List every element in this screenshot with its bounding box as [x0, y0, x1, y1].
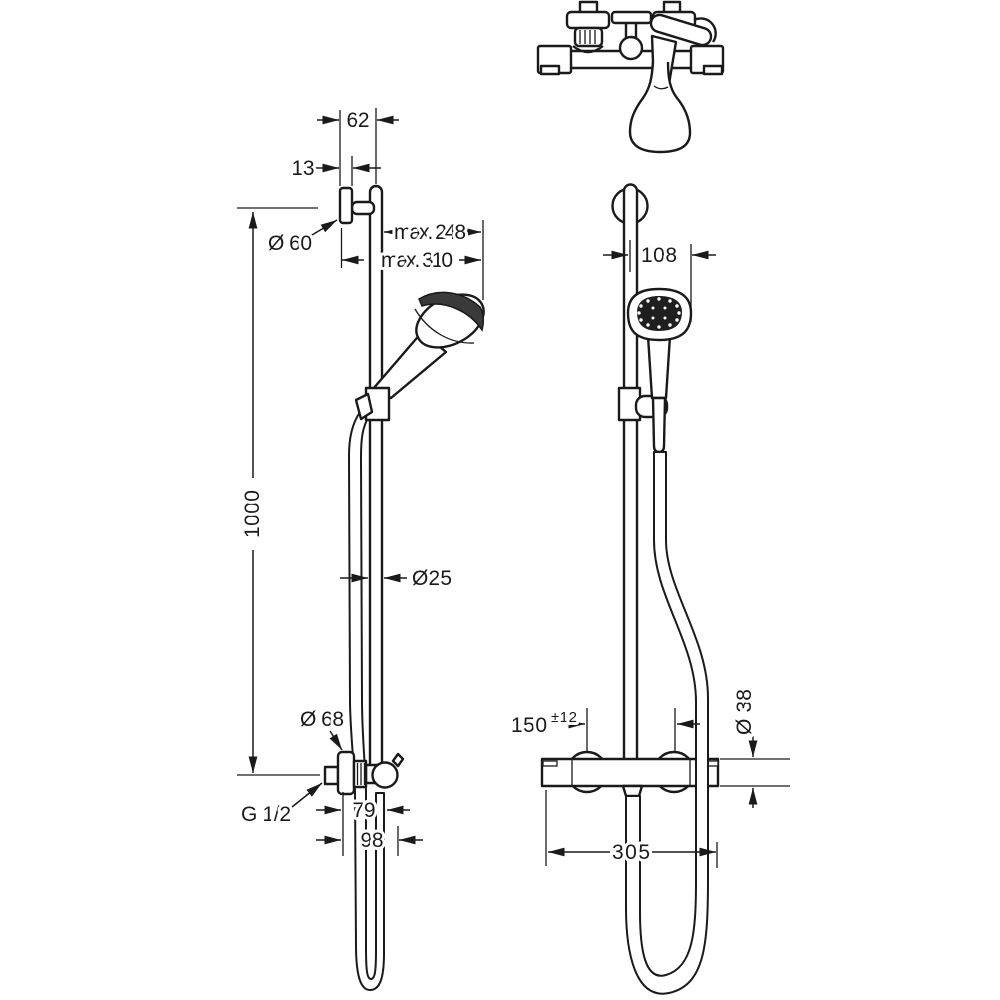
dim-connection-thread: G 1/2 — [238, 782, 323, 829]
dim-rail-diameter: Ø25 — [340, 564, 455, 593]
holder-hook — [693, 17, 717, 43]
spray-nozzles — [637, 297, 681, 329]
dim-max-reach-rail: max. 248 — [384, 218, 484, 300]
dim-rail-offset-label: 62 — [347, 109, 370, 132]
slider-clamp-side — [354, 392, 374, 421]
dim-max-reach-wall-label: max. 310 — [381, 249, 453, 272]
dim-connection-tolerance-label: ±12 — [551, 709, 577, 726]
dim-valve-width: 305 — [545, 790, 718, 868]
dim-connection-spacing: 150 ±12 — [508, 706, 700, 751]
spray-face — [637, 296, 682, 331]
dim-rail-diameter-label: Ø25 — [412, 567, 452, 590]
dim-hose-depth: 98 — [316, 826, 423, 856]
dim-bracket-diameter-label: Ø 60 — [268, 232, 312, 255]
dim-valve-depth-label: 79 — [353, 799, 376, 822]
wall-bar-side — [368, 184, 384, 772]
dim-bracket-depth: 13 — [289, 154, 381, 186]
wall-bar-front — [622, 183, 639, 772]
side-view — [323, 184, 485, 991]
hose-outlet — [621, 784, 644, 798]
left-handle-base — [572, 45, 604, 54]
dim-connection-thread-label: G 1/2 — [241, 803, 291, 826]
diverter-knob — [618, 35, 644, 61]
dim-rail-height: 1000 — [237, 207, 320, 776]
valve-handle-grip — [391, 752, 405, 768]
dim-handshower-offset: 108 — [603, 240, 716, 322]
dim-escutcheon-diameter-label: Ø 68 — [300, 708, 344, 731]
dim-rail-height-label: 1000 — [241, 490, 264, 538]
dim-valve-diameter: Ø 38 — [720, 686, 790, 808]
top-view-mixer — [536, 0, 725, 154]
valve-side — [323, 750, 405, 796]
shower-hose-side — [348, 411, 385, 991]
hose-connector — [651, 396, 667, 454]
mixer-left-foot — [539, 64, 561, 76]
valve-inlet-side — [323, 765, 340, 786]
dimensions: 62 13 Ø 60 max. 248 max. 310 — [237, 106, 790, 868]
dim-valve-width-label: 305 — [612, 841, 650, 864]
valve-escutcheon-side — [336, 750, 356, 796]
dim-connection-spacing-label: 150 — [511, 714, 547, 737]
handshower-holder-bar — [649, 13, 713, 47]
dim-valve-depth: 79 — [316, 792, 410, 856]
bracket-plate — [338, 186, 354, 225]
dim-handshower-offset-label: 108 — [641, 244, 677, 267]
dim-hose-depth-label: 98 — [361, 829, 384, 852]
handshower-handle-front — [646, 334, 672, 400]
dim-max-reach-rail-label: max. 248 — [394, 221, 466, 244]
spray-face-edge — [418, 291, 485, 332]
left-handle-cap — [565, 10, 611, 30]
valve-handle-side — [371, 761, 399, 789]
dim-bracket-depth-label: 13 — [292, 157, 315, 180]
dim-escutcheon-diameter: Ø 68 — [297, 705, 347, 751]
handshower-head-top — [628, 61, 692, 154]
shower-hose-front — [625, 451, 709, 995]
thermostat-body — [540, 757, 720, 788]
dim-valve-diameter-label: Ø 38 — [733, 689, 756, 735]
diverter-handle — [610, 10, 653, 25]
mixer-right-foot — [702, 64, 724, 76]
bracket-arm — [350, 200, 376, 216]
dim-bracket-diameter: Ø 60 — [265, 219, 338, 258]
dim-max-reach-wall: max. 310 — [340, 228, 481, 275]
front-view — [540, 183, 720, 995]
dim-rail-offset: 62 — [317, 106, 399, 186]
left-handle-knurl — [573, 26, 604, 48]
